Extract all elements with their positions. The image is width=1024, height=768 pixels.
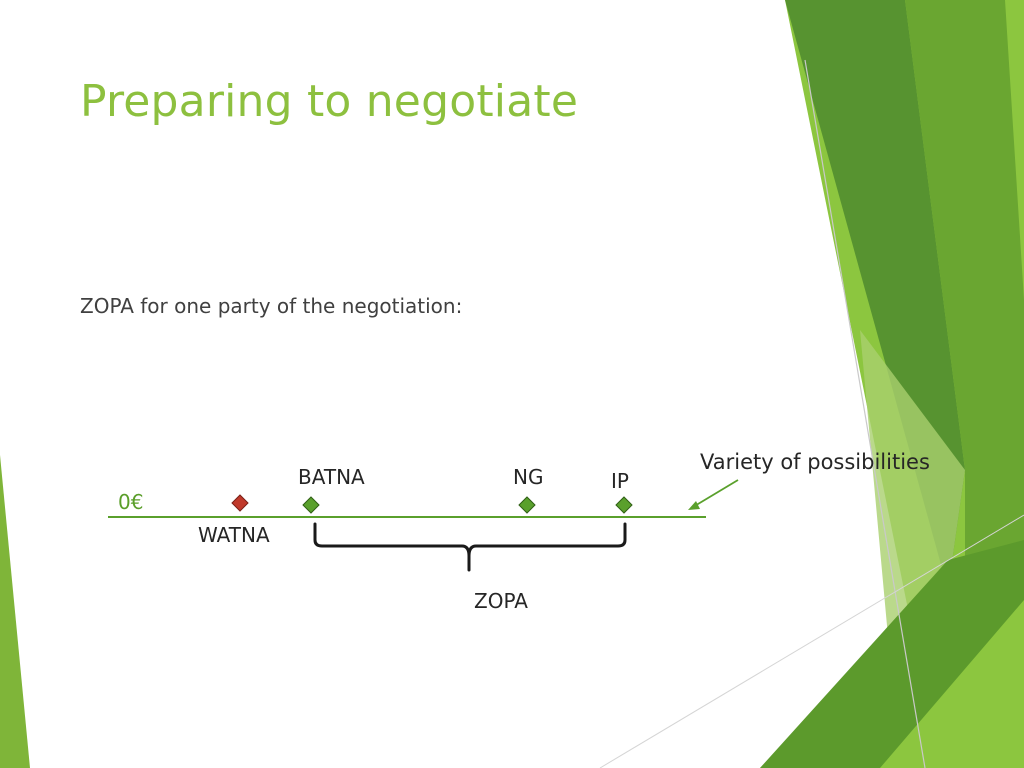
slide-title: Preparing to negotiate — [80, 76, 579, 127]
annotation-arrow-line — [692, 479, 739, 508]
batna-marker — [302, 496, 320, 514]
watna-marker — [231, 494, 249, 512]
ip-marker — [615, 496, 633, 514]
right-panel-pale — [760, 330, 965, 768]
left-wedge-shape — [0, 455, 30, 768]
batna-label: BATNA — [298, 465, 365, 489]
annotation-arrow-head — [688, 501, 700, 510]
ng-label: NG — [513, 465, 544, 489]
annotation-label: Variety of possibilities — [700, 450, 930, 474]
background-line — [599, 514, 1024, 768]
axis-start-label: 0€ — [118, 490, 144, 514]
ip-label: IP — [611, 469, 629, 493]
zopa-label: ZOPA — [474, 589, 528, 613]
zopa-brace — [313, 522, 627, 572]
watna-label: WATNA — [198, 523, 270, 547]
bottom-right-light — [880, 600, 1024, 768]
background-line — [804, 59, 926, 768]
ng-marker — [518, 496, 536, 514]
slide-subtitle: ZOPA for one party of the negotiation: — [80, 294, 463, 318]
